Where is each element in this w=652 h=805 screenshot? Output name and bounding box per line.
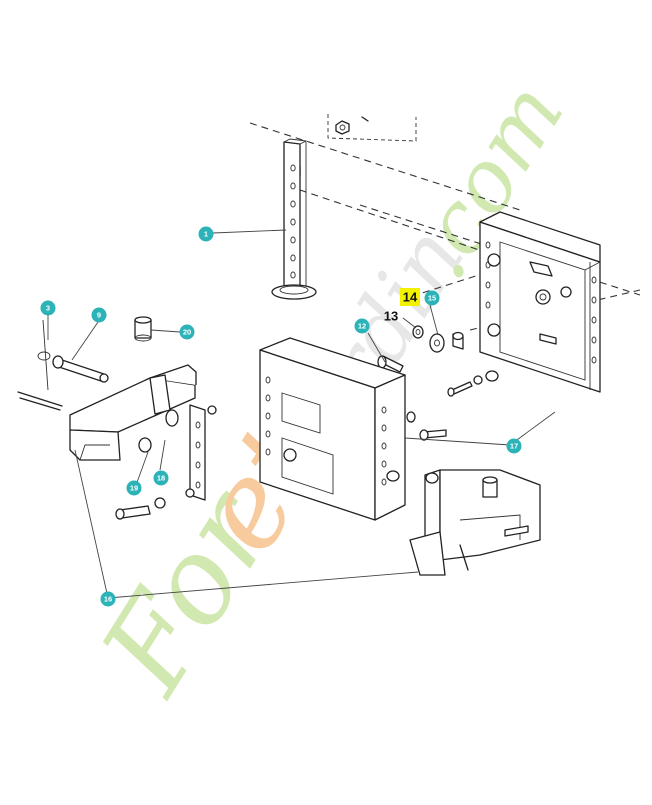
callout-3-badge (40, 300, 56, 316)
callout-12-badge (354, 318, 370, 334)
bolt-washer-set (377, 325, 464, 373)
callout-15-badge (424, 290, 440, 306)
callout-19: 19 (126, 480, 142, 496)
callout-13: 13 (384, 309, 398, 324)
callouts: 1 3 9 12 13 14 15 16 17 (40, 226, 522, 607)
side-bolts (406, 370, 499, 441)
callout-12: 12 (354, 318, 370, 334)
pins-and-clip (17, 316, 152, 411)
callout-18-badge (153, 470, 169, 486)
callout-3-label: 3 (46, 304, 50, 313)
callout-19-badge (126, 480, 142, 496)
callout-19-label: 19 (130, 484, 138, 493)
callout-15: 15 (424, 290, 440, 306)
callout-3: 3 (40, 300, 56, 316)
part-17-rear-frame (479, 211, 601, 393)
callout-9: 9 (91, 307, 107, 323)
left-hitch-bracket (69, 364, 217, 520)
callout-1: 1 (198, 226, 214, 242)
callout-9-label: 9 (97, 311, 101, 320)
callout-9-badge (91, 307, 107, 323)
right-hitch-bracket (409, 469, 541, 576)
callout-14: 14 (400, 288, 420, 306)
callout-18: 18 (153, 470, 169, 486)
callout-16-label: 16 (104, 595, 112, 604)
callout-17-label: 17 (510, 442, 518, 451)
callout-16: 16 (100, 591, 116, 607)
callout-12-label: 12 (358, 322, 366, 331)
callout-17-badge (506, 438, 522, 454)
nut-detail-inset (327, 114, 417, 142)
callout-1-badge (198, 226, 214, 242)
callout-14-highlight (400, 288, 420, 306)
part-1-jack-leg (271, 138, 317, 300)
callout-18-label: 18 (157, 474, 165, 483)
callout-14-label: 14 (403, 290, 418, 305)
central-housing (259, 337, 406, 521)
callout-1-label: 1 (204, 230, 208, 239)
callout-20: 20 (179, 324, 195, 340)
callout-20-badge (179, 324, 195, 340)
callout-15-label: 15 (428, 294, 436, 303)
callout-16-badge (100, 591, 116, 607)
callout-13-label: 13 (384, 309, 398, 324)
callout-20-label: 20 (183, 328, 191, 337)
callout-17: 17 (506, 438, 522, 454)
